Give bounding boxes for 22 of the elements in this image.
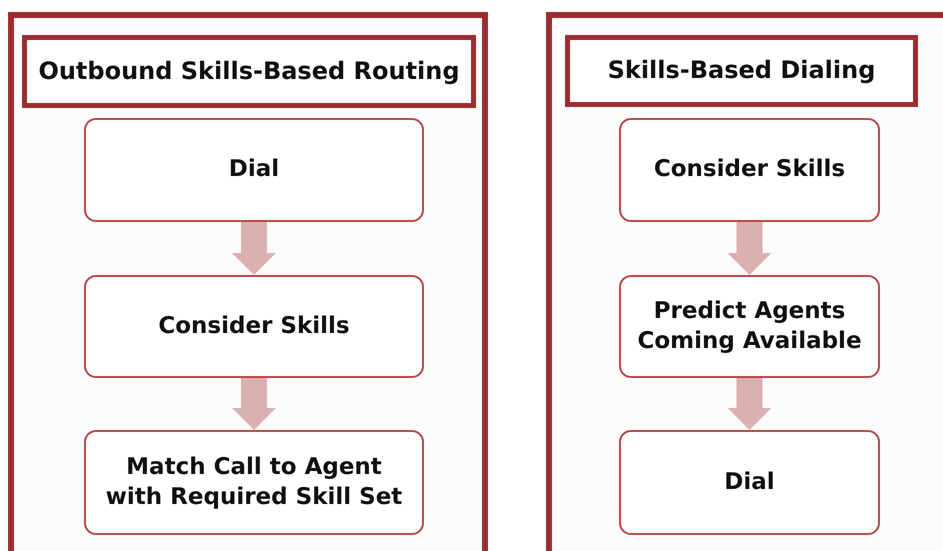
block-arrow: [232, 222, 276, 275]
step-label: Consider Skills: [654, 155, 846, 184]
block-arrow: [728, 222, 772, 275]
title-text: Skills-Based Dialing: [608, 55, 876, 86]
panel-frame: [8, 12, 488, 551]
process-box: [84, 430, 424, 535]
title-box: [22, 35, 476, 108]
title-text: Outbound Skills-Based Routing: [38, 56, 460, 87]
process-box: [84, 275, 424, 378]
process-box: [619, 430, 880, 535]
title-box: [565, 35, 918, 107]
step-label: Dial: [228, 155, 280, 184]
step-label: Match Call to Agent with Required Skill Set: [104, 452, 404, 512]
step-label: Predict Agents Coming Available: [636, 296, 863, 356]
process-box: [84, 118, 424, 222]
panel-frame: [546, 12, 943, 551]
block-arrow: [728, 378, 772, 430]
block-arrow: [232, 378, 276, 430]
process-box: [619, 275, 880, 378]
step-label: Consider Skills: [158, 312, 350, 341]
step-label: Dial: [724, 468, 775, 497]
process-box: [619, 118, 880, 222]
